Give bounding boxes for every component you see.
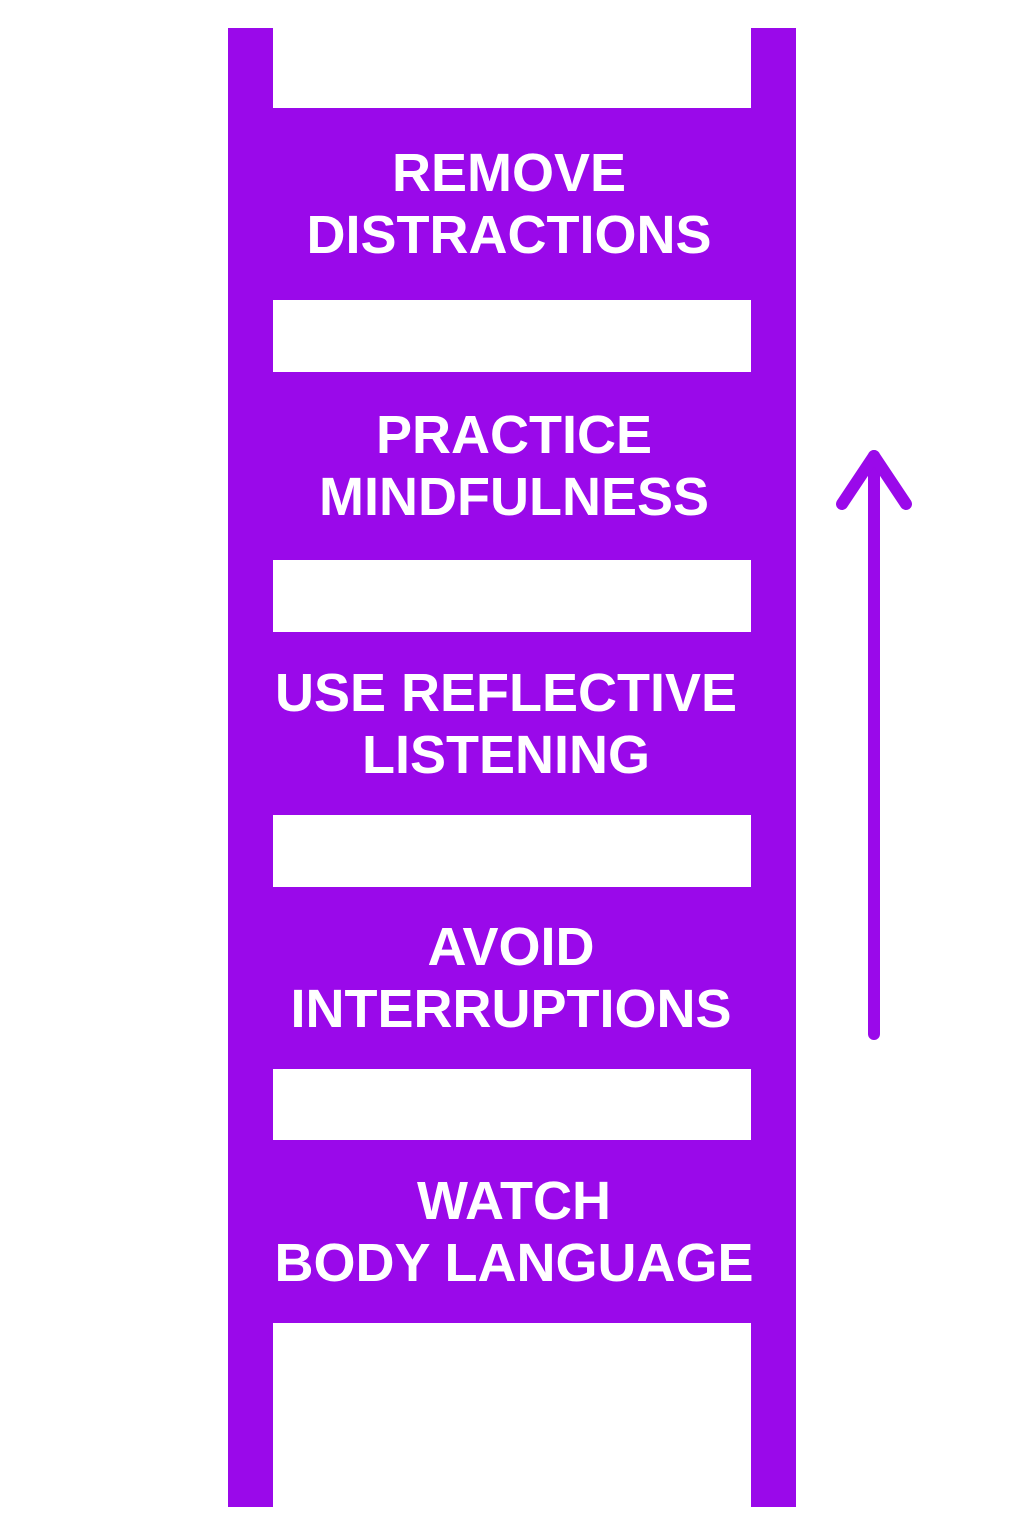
ladder-step-watch-body-language: WATCH BODY LANGUAGE: [228, 1140, 796, 1323]
step-label: REMOVE DISTRACTIONS: [306, 143, 712, 265]
ladder-step-practice-mindfulness: PRACTICE MINDFULNESS: [228, 372, 796, 560]
step-label: PRACTICE MINDFULNESS: [319, 405, 709, 527]
ladder-step-use-reflective-listening: USE REFLECTIVE LISTENING: [228, 632, 796, 815]
step-label: USE REFLECTIVE LISTENING: [274, 662, 738, 785]
ladder-step-remove-distractions: REMOVE DISTRACTIONS: [228, 108, 796, 300]
ladder-step-avoid-interruptions: AVOID INTERRUPTIONS: [228, 887, 796, 1069]
step-label: AVOID INTERRUPTIONS: [290, 917, 732, 1039]
step-label: WATCH BODY LANGUAGE: [274, 1170, 754, 1293]
up-arrow-icon: [836, 450, 912, 1040]
